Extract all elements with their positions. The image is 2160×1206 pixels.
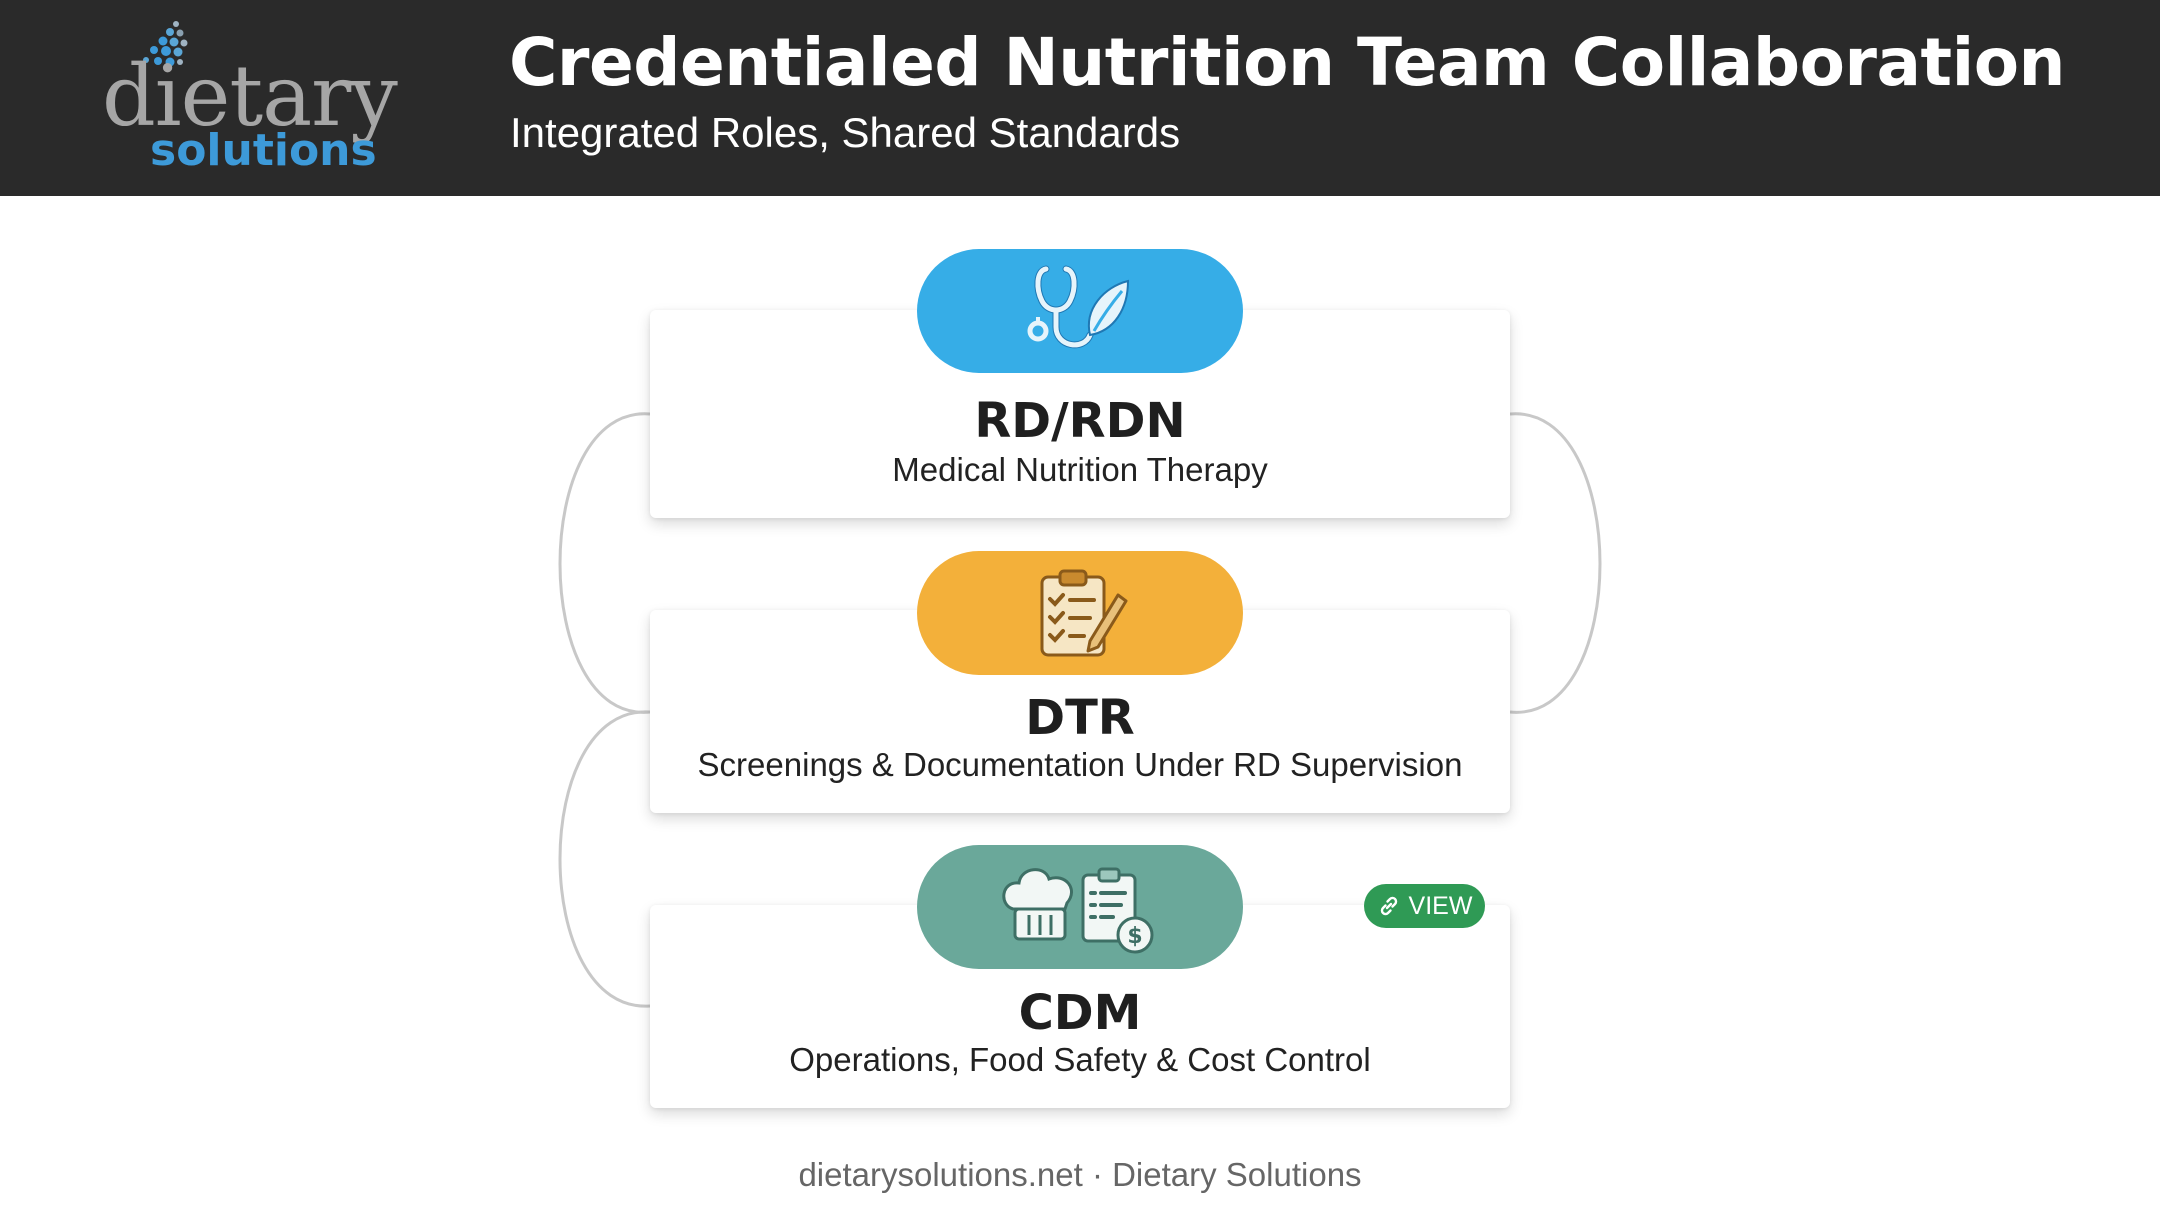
role-description-dtr: Screenings & Documentation Under RD Supe… [697, 746, 1463, 783]
link-icon [1380, 896, 1397, 916]
svg-text:$: $ [1127, 924, 1142, 949]
cdm-icon-pill: $ [917, 845, 1243, 969]
stethoscope-leaf-icon [1027, 265, 1130, 349]
logo-wordmark: dietary [102, 47, 398, 145]
role-description-cdm: Operations, Food Safety & Cost Control [789, 1041, 1371, 1078]
page-title: Credentialed Nutrition Team Collaboratio… [509, 24, 2066, 101]
footer-credit: dietarysolutions.net · Dietary Solutions [798, 1156, 1362, 1193]
role-title-cdm: CDM [1018, 985, 1142, 1041]
page-subtitle: Integrated Roles, Shared Standards [510, 109, 1181, 156]
logo-subword: solutions [150, 125, 377, 176]
dietary-solutions-logo: dietary solutions [100, 18, 410, 183]
role-title-dtr: DTR [1025, 690, 1135, 746]
role-title-rd: RD/RDN [974, 393, 1186, 449]
connector-left-lower [558, 710, 651, 1008]
chef-hat-cost-icon: $ [1002, 867, 1154, 954]
rd-icon-pill [917, 249, 1243, 373]
role-description-rd: Medical Nutrition Therapy [892, 451, 1268, 488]
view-button-label: VIEW [1408, 891, 1473, 920]
header-banner: dietary solutions Credentialed Nutrition… [0, 0, 2160, 196]
dtr-icon-pill [917, 551, 1243, 675]
view-button[interactable]: VIEW [1364, 884, 1485, 928]
clipboard-checklist-icon [1040, 569, 1128, 657]
connector-right [1509, 412, 1602, 714]
connector-left-upper [558, 412, 651, 714]
logo-dots-icon [143, 21, 188, 67]
